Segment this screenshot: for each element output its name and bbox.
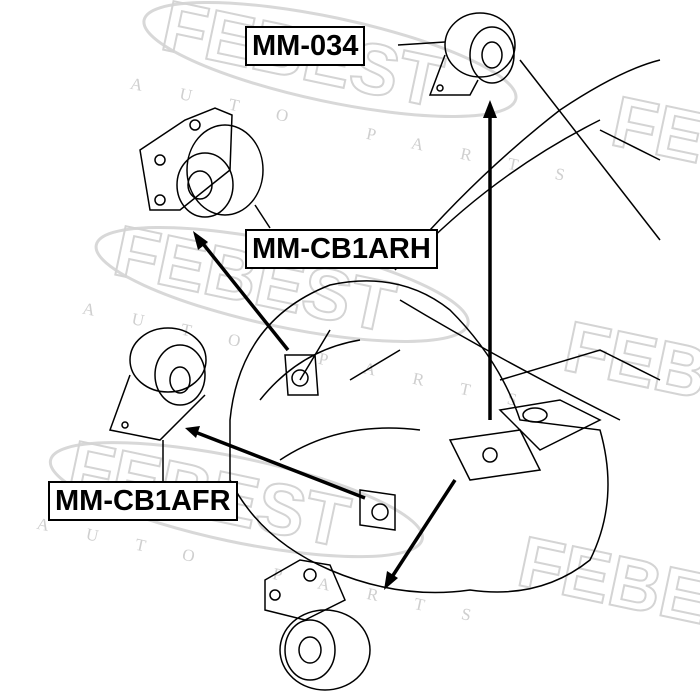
label-mm-cb1arh: MM-CB1ARH bbox=[245, 229, 438, 269]
part-mm-cb1afr bbox=[108, 327, 207, 481]
vehicle-body-lines bbox=[394, 59, 661, 421]
label-mm-034: MM-034 bbox=[245, 26, 366, 66]
part-mm-cb1arh bbox=[139, 107, 271, 229]
arrows bbox=[194, 112, 492, 581]
label-mm-cb1afr: MM-CB1AFR bbox=[48, 481, 238, 521]
part-mm-034 bbox=[397, 12, 516, 96]
part-bottom-mount bbox=[264, 559, 371, 691]
engine-transmission bbox=[229, 280, 609, 594]
